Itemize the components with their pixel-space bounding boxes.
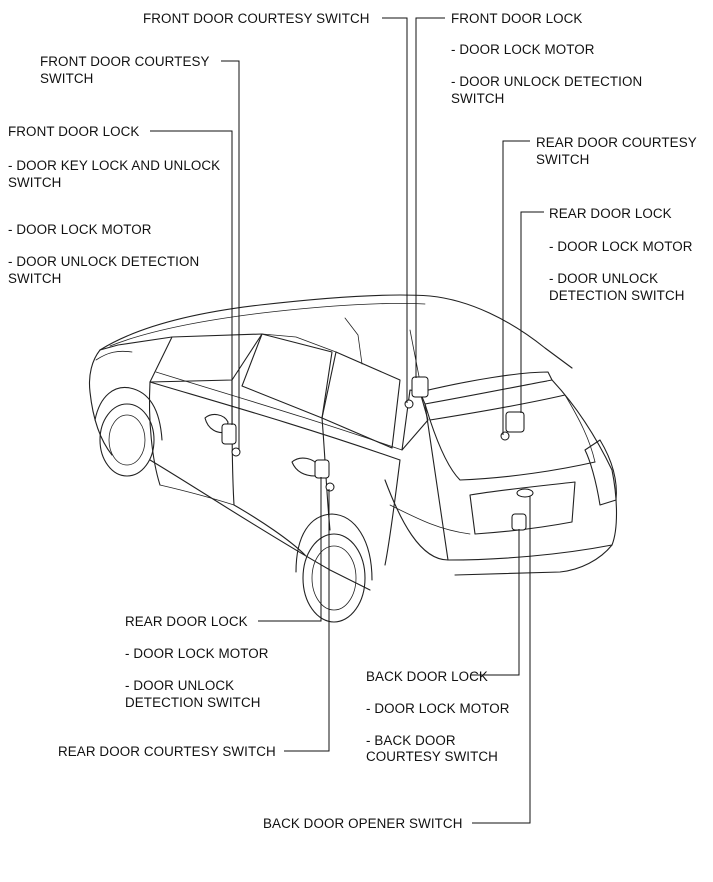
label-back-door-opener-switch: BACK DOOR OPENER SWITCH (263, 816, 463, 831)
label-front-door-courtesy-switch-top: FRONT DOOR COURTESY SWITCH (143, 11, 370, 26)
label-rear-door-lock-right-motor: - DOOR LOCK MOTOR (549, 239, 693, 254)
label-back-door-lock-courtesy-2: COURTESY SWITCH (366, 749, 498, 764)
label-back-door-lock-motor: - DOOR LOCK MOTOR (366, 701, 510, 716)
label-front-door-lock-right-unlock-2: SWITCH (451, 91, 505, 106)
rear-door-courtesy-right-part (500, 431, 510, 441)
label-rear-door-lock-right-unlock-1: - DOOR UNLOCK (549, 271, 659, 286)
back-door-lock-part (511, 513, 527, 531)
label-rear-door-lock-bottom-motor: - DOOR LOCK MOTOR (125, 646, 269, 661)
label-rear-door-courtesy-bottom: REAR DOOR COURTESY SWITCH (58, 744, 276, 759)
rear-door-lock-right-part (505, 411, 525, 433)
label-rear-door-lock-bottom-unlock-1: - DOOR UNLOCK (125, 678, 235, 693)
rear-door-lock-part (314, 459, 330, 479)
label-rear-door-lock-right-unlock-2: DETECTION SWITCH (549, 288, 685, 303)
label-front-door-lock-right-motor: - DOOR LOCK MOTOR (451, 42, 595, 57)
label-rear-door-courtesy-right-1: REAR DOOR COURTESY (536, 135, 697, 150)
label-front-door-courtesy-left-1: FRONT DOOR COURTESY (40, 54, 210, 69)
label-rear-door-lock-bottom-unlock-2: DETECTION SWITCH (125, 695, 261, 710)
label-front-door-lock-right-title: FRONT DOOR LOCK (451, 11, 583, 26)
label-front-door-lock-right-unlock-1: - DOOR UNLOCK DETECTION (451, 74, 643, 89)
label-front-door-lock-left-unlock-1: - DOOR UNLOCK DETECTION (8, 254, 200, 269)
label-back-door-lock-title: BACK DOOR LOCK (366, 669, 488, 684)
label-back-door-lock-courtesy-1: - BACK DOOR (366, 733, 456, 748)
label-front-door-lock-left-key-2: SWITCH (8, 175, 62, 190)
label-front-door-courtesy-left-2: SWITCH (40, 71, 94, 86)
leader-lines (150, 17, 544, 824)
label-front-door-lock-left-title: FRONT DOOR LOCK (8, 124, 140, 139)
label-front-door-lock-left-motor: - DOOR LOCK MOTOR (8, 222, 152, 237)
front-courtesy-switch-right-part (404, 399, 414, 409)
label-rear-door-lock-right-title: REAR DOOR LOCK (549, 206, 672, 221)
rear-door-courtesy-switch-part (325, 482, 335, 492)
components (221, 376, 534, 531)
label-rear-door-lock-bottom-title: REAR DOOR LOCK (125, 614, 248, 629)
front-door-lock-right-part (411, 376, 429, 398)
front-door-lock-part (221, 423, 237, 445)
back-door-opener-switch-part (516, 488, 534, 498)
car-outline (88, 294, 617, 623)
label-front-door-lock-left-unlock-2: SWITCH (8, 271, 62, 286)
label-front-door-lock-left-key-1: - DOOR KEY LOCK AND UNLOCK (8, 158, 221, 173)
label-rear-door-courtesy-right-2: SWITCH (536, 152, 590, 167)
front-door-courtesy-switch-part (231, 447, 241, 457)
